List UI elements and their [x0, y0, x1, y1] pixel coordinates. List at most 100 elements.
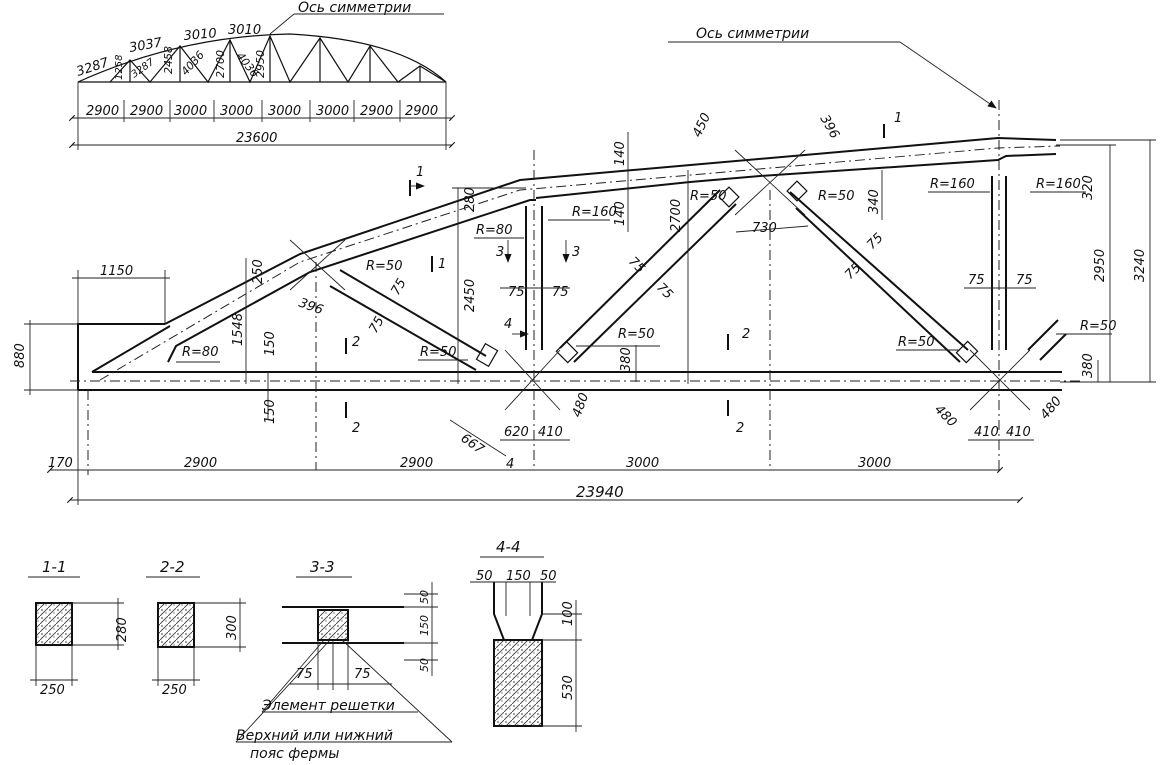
dim-396: 396: [297, 296, 325, 319]
dim-250: 250: [251, 259, 266, 284]
small-truss-scheme: Ось симметрии 3287 3037 3010 3010 1258 3…: [68, 0, 456, 150]
section-dim: 50: [418, 590, 431, 604]
radius-labels: R=80 R=80 R=50 R=50 R=50 R=50 R=50 R=50 …: [176, 177, 1116, 363]
dim-75: 75: [968, 273, 985, 288]
radius-label: R=160: [930, 177, 975, 192]
dim-410: 410: [1006, 425, 1031, 440]
section-dim: 50: [418, 658, 431, 672]
dim-150: 150: [263, 399, 278, 424]
dim-2450: 2450: [463, 279, 478, 312]
section-mark: 2: [736, 421, 744, 436]
web-dim: 1258: [114, 55, 125, 80]
radius-label: R=50: [420, 345, 456, 360]
panel-dim: 2900: [360, 104, 393, 119]
section-dim: 150: [506, 569, 531, 584]
web-dim: 2458: [162, 46, 175, 74]
symmetry-axis-main: Ось симметрии: [668, 26, 997, 109]
section-mark: 1: [438, 257, 446, 272]
dim-2700: 2700: [669, 199, 684, 232]
top-dim: 3037: [128, 35, 164, 56]
section-1-1: 1-1 280 250: [28, 558, 130, 698]
section-title: 4-4: [496, 538, 521, 556]
section-dim: 100: [561, 601, 576, 626]
section-dim: 530: [561, 675, 576, 700]
section-2-2: 2-2 300 250: [146, 558, 246, 698]
radius-label: R=50: [366, 259, 402, 274]
section-dim: 250: [40, 683, 65, 698]
radius-label: R=80: [476, 223, 512, 238]
lattice-element-label: Элемент решетки: [261, 698, 395, 714]
panel-dim: 2900: [405, 104, 438, 119]
panel-dim: 2900: [86, 104, 119, 119]
section-mark: 2: [742, 327, 750, 342]
section-marks: 1 1 1 2 2 2 2 3 3 4 4: [345, 111, 902, 472]
section-3-3: 3-3 75 75 50 150 50 Элемент решетки Верх…: [235, 558, 453, 762]
total-span-dim: 23940: [576, 483, 624, 501]
span-dim: 2900: [400, 456, 433, 471]
dim-480: 480: [570, 391, 593, 419]
web-dim: 2700: [214, 50, 227, 78]
radius-label: R=50: [1080, 319, 1116, 334]
section-dim: 150: [418, 615, 431, 636]
radius-label: R=50: [618, 327, 654, 342]
section-dim: 50: [476, 569, 493, 584]
web-dim: 2950: [254, 50, 267, 78]
section-dim: 75: [296, 667, 313, 682]
section-mark: 3: [496, 245, 504, 260]
section-mark: 2: [352, 421, 360, 436]
overhang-dim: 1150: [100, 264, 133, 279]
section-title: 2-2: [160, 558, 185, 576]
section-dim: 50: [540, 569, 557, 584]
chord-label-1: Верхний или нижний: [236, 728, 393, 744]
dim-380: 380: [1081, 353, 1096, 378]
dim-320: 320: [1081, 175, 1096, 200]
section-mark: 1: [894, 111, 902, 126]
web-dim: 4036: [179, 49, 207, 79]
top-dim: 3010: [183, 26, 217, 44]
dim-480: 480: [931, 402, 959, 430]
dim-75: 75: [864, 231, 886, 253]
panel-dim: 2900: [130, 104, 163, 119]
main-dimensions: 170 2900 2900 3000 3000 23940 1150 880 2…: [13, 111, 1156, 505]
dim-140: 140: [613, 201, 628, 226]
dim-410: 410: [538, 425, 563, 440]
span-dim: 2900: [184, 456, 217, 471]
section-mark: 2: [352, 335, 360, 350]
section-dim: 280: [115, 617, 130, 642]
panel-dim: 3000: [316, 104, 349, 119]
symmetry-axis-label: Ось симметрии: [696, 26, 809, 42]
dim-150: 150: [263, 331, 278, 356]
dim-75: 75: [388, 276, 409, 298]
section-mark: 1: [416, 165, 424, 180]
dim-75: 75: [508, 285, 525, 300]
dim-667: 667: [458, 431, 488, 458]
span-dim: 3000: [626, 456, 659, 471]
section-dim: 250: [162, 683, 187, 698]
dim-480: 480: [1038, 394, 1065, 423]
dim-340: 340: [867, 189, 882, 214]
section-mark: 4: [506, 457, 514, 472]
radius-label: R=80: [182, 345, 218, 360]
main-truss: [70, 100, 1080, 475]
height-dim: 2950: [1093, 249, 1108, 282]
dim-75: 75: [625, 254, 647, 276]
dim-730: 730: [752, 221, 777, 236]
top-dim: 3010: [228, 23, 261, 38]
section-dim: 300: [225, 615, 240, 640]
section-4-4: 4-4 50 150 50 100 530: [470, 538, 582, 732]
radius-label: R=160: [1036, 177, 1081, 192]
total-dim-small: 23600: [236, 131, 277, 146]
panel-dim: 3000: [174, 104, 207, 119]
dim-1548: 1548: [231, 313, 246, 346]
dim-396: 396: [817, 113, 842, 142]
radius-label: R=50: [690, 189, 726, 204]
section-dim: 75: [354, 667, 371, 682]
section-mark: 3: [572, 245, 580, 260]
dim-140: 140: [613, 141, 628, 166]
dim-75: 75: [842, 261, 864, 283]
dim-75: 75: [1016, 273, 1033, 288]
dim-380: 380: [619, 347, 634, 372]
dim-620: 620: [504, 425, 529, 440]
radius-label: R=50: [898, 335, 934, 350]
